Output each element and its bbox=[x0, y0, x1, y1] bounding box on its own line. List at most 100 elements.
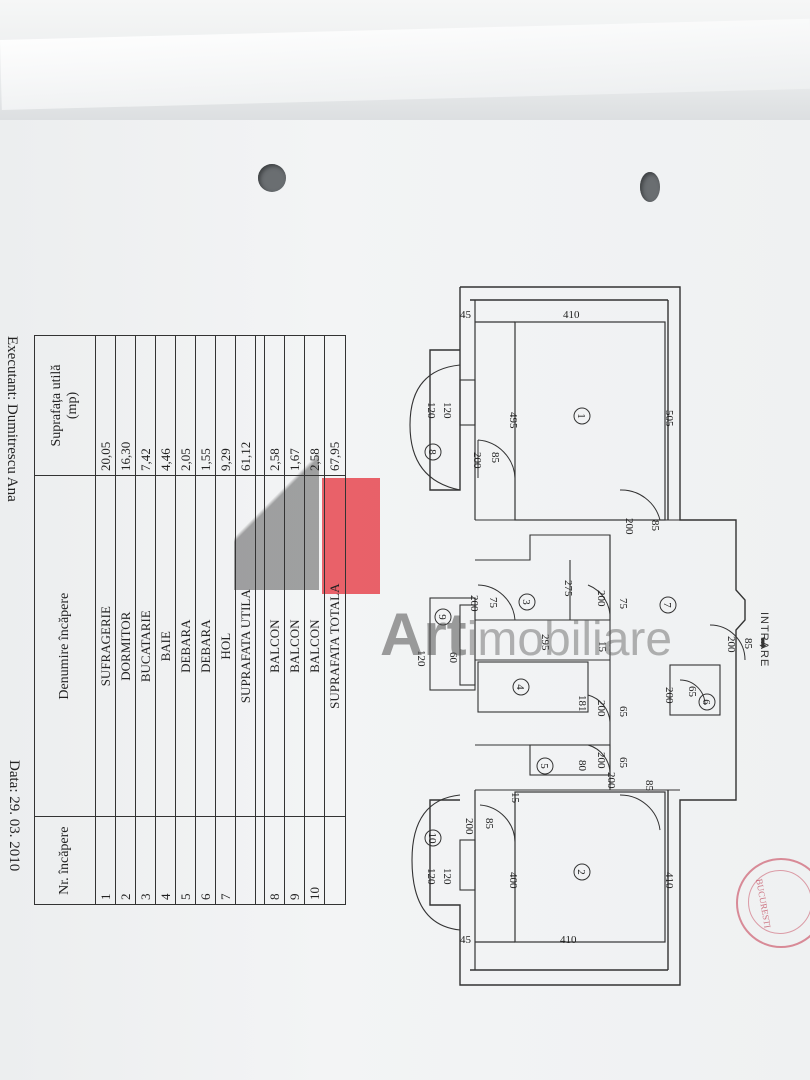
room-2-label: 2 bbox=[575, 869, 587, 875]
dim-label: 85 bbox=[489, 452, 501, 464]
cell-nr: 9 bbox=[284, 816, 305, 905]
dim-label: 410 bbox=[560, 934, 577, 946]
dim-label: 400 bbox=[507, 872, 519, 889]
shadow-wedge bbox=[234, 410, 319, 590]
dim-label: 200 bbox=[595, 700, 607, 717]
spacer-cell bbox=[255, 475, 265, 817]
dim-label: 80 bbox=[576, 760, 588, 772]
cell-name: DORMITOR bbox=[115, 475, 136, 817]
cell-area: 67,95 bbox=[324, 335, 346, 476]
cell-nr bbox=[235, 816, 256, 905]
outer-walls bbox=[429, 286, 746, 986]
header-nr: Nr. încăpere bbox=[34, 816, 96, 905]
room-table: Nr. încăpere Denumire încăpere Suprafața… bbox=[34, 335, 346, 905]
room-8-label: 8 bbox=[426, 449, 438, 455]
cell-area: 2,58 bbox=[304, 335, 325, 476]
header-area: Suprafața utilă (mp) bbox=[34, 335, 96, 476]
cell-area: 16,30 bbox=[115, 335, 136, 476]
cell-area: 7,42 bbox=[135, 335, 156, 476]
spacer-cell bbox=[255, 335, 265, 476]
cell-area: 1,55 bbox=[195, 335, 216, 476]
dim-label: 45 bbox=[460, 309, 472, 321]
dim-label: 505 bbox=[663, 410, 675, 427]
cell-nr: 5 bbox=[175, 816, 196, 905]
dim-label: 200 bbox=[468, 595, 480, 612]
cell-area: 9,29 bbox=[215, 335, 236, 476]
dim-label: 410 bbox=[663, 872, 675, 889]
room-10-label: 10 bbox=[426, 833, 438, 845]
room-6-label: 6 bbox=[700, 699, 712, 705]
spacer-cell bbox=[255, 816, 265, 905]
cell-name: SUPRAFATA TOTALA bbox=[324, 475, 346, 817]
stamp-inner-ring bbox=[748, 870, 810, 934]
cell-name: HOL bbox=[215, 475, 236, 817]
cell-nr: 10 bbox=[304, 816, 325, 905]
room-9-label: 9 bbox=[436, 614, 448, 620]
date-text: Data: 29. 03. 2010 bbox=[6, 760, 22, 872]
dim-label: 65 bbox=[686, 686, 698, 698]
cell-name: BALCON bbox=[264, 475, 285, 817]
room-7-label: 7 bbox=[661, 602, 673, 608]
room-3-label: 3 bbox=[520, 599, 532, 605]
dim-label: 200 bbox=[623, 518, 635, 535]
cell-name: BALCON bbox=[304, 475, 325, 817]
room-markers bbox=[424, 407, 716, 881]
balcony-8 bbox=[409, 364, 476, 491]
cell-nr: 1 bbox=[95, 816, 116, 905]
dim-label: 85 bbox=[643, 780, 655, 792]
dim-label: 60 bbox=[447, 652, 459, 664]
header-name: Denumire încăpere bbox=[34, 475, 96, 817]
cell-name: DEBARA bbox=[175, 475, 196, 817]
dimension-labels: 410 45 495 505 85 200 120 120 85 200 275… bbox=[415, 309, 754, 946]
room-numbers: 1 2 3 4 5 6 7 8 9 10 bbox=[426, 413, 712, 875]
entrance-arrow-icon: ⬇ bbox=[757, 637, 769, 652]
dim-label: 200 bbox=[725, 636, 737, 653]
cell-name: SUFRAGERIE bbox=[95, 475, 116, 817]
dim-label: 75 bbox=[617, 598, 629, 610]
cell-name: BAIE bbox=[155, 475, 176, 817]
balcony-10 bbox=[411, 794, 476, 931]
dim-label: 45 bbox=[460, 934, 472, 946]
punch-hole bbox=[640, 172, 660, 202]
dim-label: 120 bbox=[415, 650, 427, 667]
dim-label: 495 bbox=[507, 412, 519, 429]
cell-nr: 2 bbox=[115, 816, 136, 905]
dim-label: 200 bbox=[595, 752, 607, 769]
dim-label: 200 bbox=[471, 452, 483, 469]
inner-walls bbox=[429, 519, 721, 791]
dim-label: 75 bbox=[487, 597, 499, 609]
dim-label: 200 bbox=[663, 687, 675, 704]
dim-label: 85 bbox=[649, 520, 661, 532]
watermark-logo-block bbox=[322, 478, 380, 594]
dim-label: 275 bbox=[562, 580, 574, 597]
dim-label: 200 bbox=[595, 590, 607, 607]
dim-label: 120 bbox=[425, 402, 437, 419]
punch-hole bbox=[258, 164, 286, 192]
dim-label: 120 bbox=[441, 402, 453, 419]
cell-area: 20,05 bbox=[95, 335, 116, 476]
dim-label: 65 bbox=[617, 757, 629, 769]
cell-nr: 4 bbox=[155, 816, 176, 905]
room-1-walls bbox=[474, 300, 666, 521]
cell-nr: 6 bbox=[195, 816, 216, 905]
cell-name: DEBARA bbox=[195, 475, 216, 817]
dim-label: 120 bbox=[441, 868, 453, 885]
dim-label: 181 bbox=[576, 695, 588, 712]
dim-label: 85 bbox=[742, 638, 754, 650]
cell-area: 2,58 bbox=[264, 335, 285, 476]
cell-area: 4,46 bbox=[155, 335, 176, 476]
executant-text: Executant: Dumitrescu Ana bbox=[4, 336, 20, 502]
room-table-container: Nr. încăpere Denumire încăpere Suprafața… bbox=[34, 335, 346, 905]
watermark-imobiliare: imobiliare bbox=[466, 613, 673, 666]
header-area-title: Suprafața utilă bbox=[49, 364, 64, 447]
door-swings bbox=[477, 439, 746, 843]
header-area-unit: (mp) bbox=[65, 391, 80, 420]
dim-label: 200 bbox=[463, 818, 475, 835]
